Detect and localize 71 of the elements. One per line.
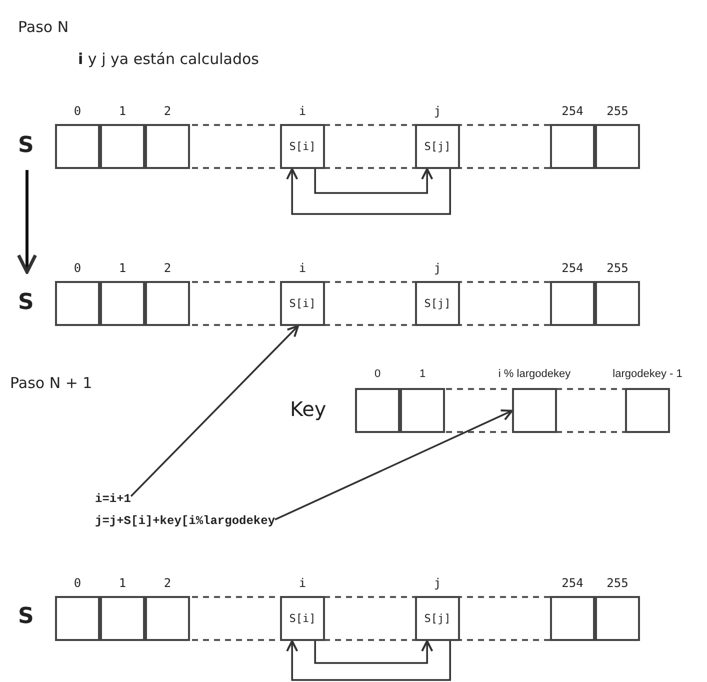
index-label: 0 bbox=[374, 368, 381, 380]
index-label: 254 bbox=[562, 104, 584, 118]
index-label: largodekey - 1 bbox=[612, 368, 682, 380]
leader-arrow bbox=[274, 409, 513, 520]
note-text: i y j ya están calculados bbox=[78, 50, 259, 68]
array-cell bbox=[100, 281, 145, 326]
index-label: 0 bbox=[74, 261, 82, 275]
index-label: 2 bbox=[164, 576, 172, 590]
swap-arrow bbox=[314, 168, 434, 194]
array-cell bbox=[595, 124, 640, 169]
cell-value: S[j] bbox=[424, 612, 451, 625]
array-cell bbox=[55, 596, 100, 641]
array-cell bbox=[280, 124, 325, 169]
index-label: 0 bbox=[74, 104, 82, 118]
array-cell bbox=[512, 388, 557, 433]
array-cell bbox=[415, 124, 460, 169]
note-text: Paso N + 1 bbox=[10, 374, 92, 392]
leader-arrow bbox=[130, 325, 299, 497]
cell-value: S[i] bbox=[289, 297, 316, 310]
index-label: i bbox=[298, 261, 306, 275]
code-text: i=i+1 bbox=[95, 492, 132, 506]
index-label: 1 bbox=[118, 576, 126, 590]
array-cell bbox=[55, 124, 100, 169]
array-cell bbox=[145, 281, 190, 326]
array-cell bbox=[550, 124, 595, 169]
index-label: 2 bbox=[164, 104, 172, 118]
index-label: 2 bbox=[164, 261, 172, 275]
cell-value: S[i] bbox=[289, 612, 316, 625]
index-label: 1 bbox=[118, 261, 126, 275]
index-label: i bbox=[298, 576, 306, 590]
index-label: j bbox=[434, 261, 442, 275]
array-cell bbox=[100, 124, 145, 169]
swap-arrow bbox=[286, 640, 451, 681]
index-label: j bbox=[434, 104, 442, 118]
array-cell bbox=[415, 596, 460, 641]
array-name: S bbox=[18, 604, 34, 629]
index-label: 255 bbox=[606, 576, 628, 590]
code-text: j=j+S[i]+key[i%largodekey bbox=[95, 514, 276, 528]
array-cell bbox=[280, 281, 325, 326]
array-cell bbox=[100, 596, 145, 641]
array-cell bbox=[625, 388, 670, 433]
array-cell bbox=[550, 281, 595, 326]
array-cell bbox=[400, 388, 445, 433]
array-cell bbox=[595, 596, 640, 641]
index-label: 1 bbox=[419, 368, 426, 380]
array-cell bbox=[595, 281, 640, 326]
array-cell bbox=[280, 596, 325, 641]
index-label: 254 bbox=[562, 576, 584, 590]
swap-arrow bbox=[314, 640, 434, 664]
cell-value: S[j] bbox=[424, 140, 451, 153]
index-label: 255 bbox=[606, 261, 628, 275]
array-cell bbox=[550, 596, 595, 641]
index-label: 255 bbox=[606, 104, 628, 118]
index-label: j bbox=[434, 576, 442, 590]
array-cell bbox=[145, 124, 190, 169]
array-cell bbox=[415, 281, 460, 326]
array-cell bbox=[55, 281, 100, 326]
array-cell bbox=[145, 596, 190, 641]
index-label: 0 bbox=[74, 576, 82, 590]
note-text: Key bbox=[290, 397, 326, 421]
index-label: i % largodekey bbox=[498, 368, 571, 380]
array-cell bbox=[355, 388, 400, 433]
cell-value: S[j] bbox=[424, 297, 451, 310]
array-name: S bbox=[18, 290, 34, 315]
note-text: Paso N bbox=[18, 18, 69, 36]
index-label: 1 bbox=[118, 104, 126, 118]
index-label: i bbox=[298, 104, 306, 118]
index-label: 254 bbox=[562, 261, 584, 275]
cell-value: S[i] bbox=[289, 140, 316, 153]
array-name: S bbox=[18, 133, 34, 158]
swap-arrow bbox=[286, 168, 451, 215]
